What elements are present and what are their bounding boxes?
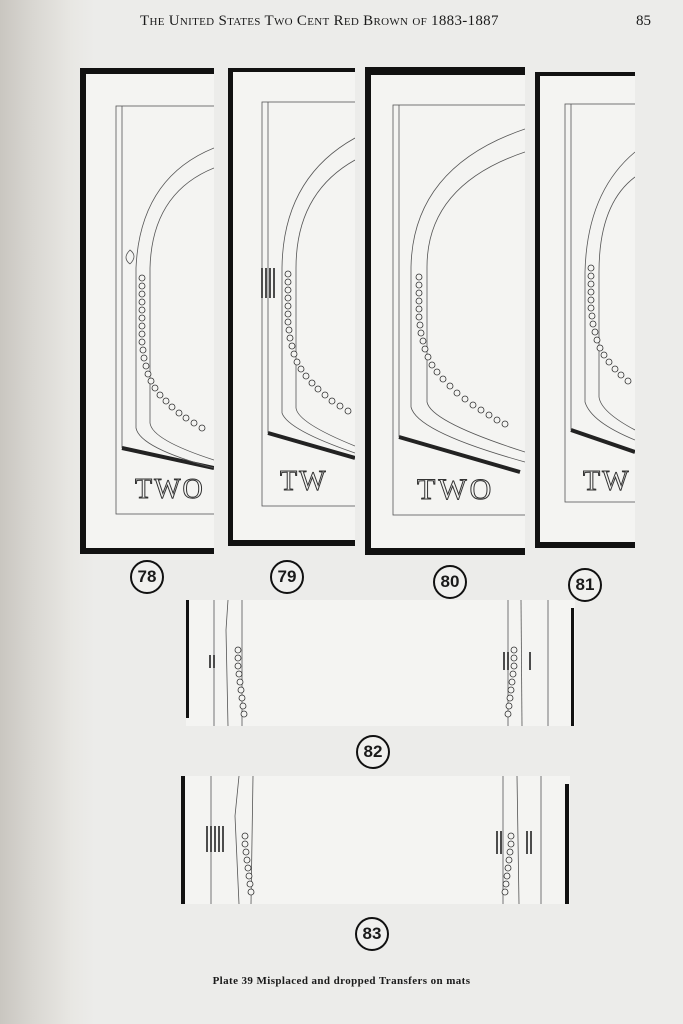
- running-title: The United States Two Cent Red Brown of …: [140, 13, 499, 29]
- page-number: 85: [636, 13, 651, 29]
- stamp-letters-81: TW: [583, 466, 631, 497]
- plate-number-81: 81: [568, 568, 602, 602]
- page-header: The United States Two Cent Red Brown of …: [0, 13, 683, 35]
- plate-caption: Plate 39 Misplaced and dropped Transfers…: [212, 975, 471, 987]
- stamp-image-80: TWO: [365, 67, 525, 555]
- stamp-letters-78: TWO: [135, 474, 205, 505]
- stamp-image-83: [181, 776, 570, 904]
- stamp-letters-80: TWO: [417, 473, 494, 506]
- plate-number-82: 82: [356, 735, 390, 769]
- stamp-image-82: [186, 600, 575, 726]
- plate-number-79: 79: [270, 560, 304, 594]
- stamp-image-78: TWO: [80, 68, 214, 554]
- plate-number-78: 78: [130, 560, 164, 594]
- stamp-image-81: TW: [535, 72, 635, 548]
- plate-number-80: 80: [433, 565, 467, 599]
- plate-number-83: 83: [355, 917, 389, 951]
- stamp-letters-79: TW: [280, 466, 328, 497]
- stamp-image-79: TW: [228, 68, 355, 546]
- page-gutter-shadow: [0, 0, 95, 1024]
